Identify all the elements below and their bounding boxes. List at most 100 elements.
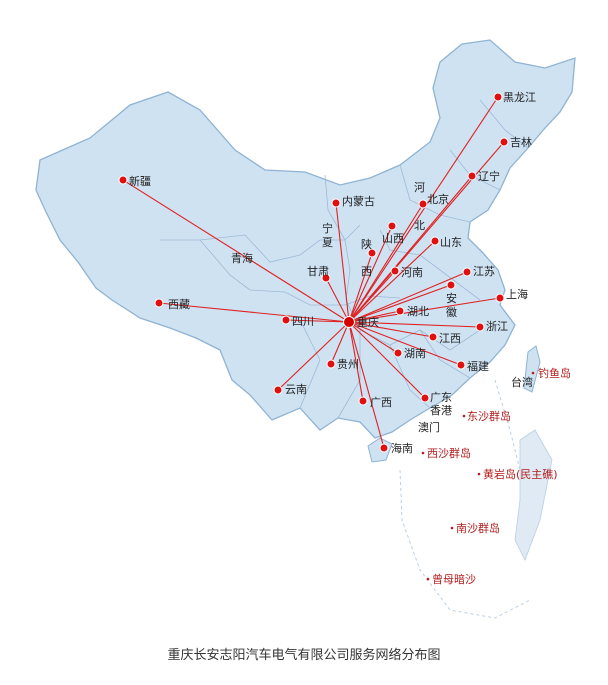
label-hebei-2: 北	[414, 219, 425, 232]
dot-hubei	[395, 306, 405, 316]
line-jiangxi	[348, 321, 434, 338]
dot-shanghai	[495, 293, 505, 303]
line-hebei	[348, 225, 393, 323]
label-ningxia-1: 宁	[322, 221, 333, 235]
line-shandong	[348, 240, 436, 323]
dot-hunan	[393, 348, 403, 358]
connection-lines	[122, 96, 505, 449]
label-heilongjiang: 黑龙江	[503, 91, 536, 104]
dot-henan	[390, 266, 400, 276]
island-labels: 钓鱼岛 东沙群岛 西沙群岛 黄岩岛(民主礁) 南沙群岛 曾母暗沙	[427, 366, 571, 586]
island-markers	[421, 371, 535, 581]
dot-fujian	[456, 360, 466, 370]
label-guangxi: 广西	[370, 396, 392, 409]
line-zhejiang	[348, 321, 481, 328]
line-xinjiang	[122, 179, 350, 323]
line-liaoning	[348, 175, 473, 323]
line-guangdong	[348, 321, 426, 399]
dot-beijing	[418, 199, 428, 209]
china-landmass	[35, 39, 576, 439]
dot-heilongjiang	[493, 92, 503, 102]
dot-liaoning	[467, 171, 477, 181]
dot-neimenggu	[331, 198, 341, 208]
label-gansu: 甘肃	[307, 265, 329, 278]
dot-guizhou	[326, 359, 336, 369]
line-sichuan	[285, 319, 350, 323]
label-shanxi: 山西	[382, 232, 404, 245]
dot-shaanxi	[367, 248, 377, 258]
south-sea-boundary	[399, 379, 531, 619]
label-shaanxi-1: 陕	[361, 237, 372, 251]
label-anhui-1: 安	[446, 291, 457, 305]
line-yunnan	[277, 321, 350, 391]
dot-jilin	[499, 137, 509, 147]
label-anhui-2: 徽	[446, 305, 457, 319]
dot-anhui	[446, 280, 456, 290]
label-chongqing: 重庆	[357, 315, 379, 329]
label-yunnan: 云南	[285, 383, 307, 396]
label-qinghai: 青海	[231, 251, 253, 265]
line-neimenggu	[335, 202, 350, 323]
label-hongkong: 香港	[430, 404, 452, 417]
label-hunan: 湖南	[404, 347, 426, 360]
line-hunan	[348, 321, 399, 354]
label-henan: 河南	[401, 266, 423, 279]
label-guangdong: 广东	[430, 391, 452, 404]
label-jiangxi: 江西	[439, 332, 461, 345]
label-neimenggu: 内蒙古	[342, 194, 375, 208]
dot-xinjiang	[118, 175, 128, 185]
south-sea-islands	[514, 429, 553, 561]
label-beijing: 北京	[427, 192, 449, 206]
line-jiangsu	[348, 271, 468, 323]
label-hubei: 湖北	[407, 305, 429, 318]
label-jiangsu: 江苏	[473, 265, 495, 278]
line-shaanxi	[348, 252, 373, 323]
line-xizang	[158, 302, 350, 323]
line-fujian	[348, 321, 462, 366]
line-anhui	[348, 284, 452, 323]
label-xisha: 西沙群岛	[427, 446, 471, 460]
label-taiwan: 台湾	[511, 375, 533, 389]
line-shanghai	[348, 297, 501, 323]
province-labels: 黑龙江 吉林 辽宁 北京 河 北 内蒙古 新疆 宁 夏 山西 山东 陕 西 青海…	[129, 91, 536, 455]
label-shanghai: 上海	[506, 287, 528, 301]
dot-guangdong	[420, 393, 430, 403]
line-guizhou	[330, 321, 350, 365]
line-henan	[348, 270, 396, 323]
dot-sichuan	[281, 315, 291, 325]
label-ningxia-2: 夏	[322, 236, 333, 249]
label-shaanxi-2: 西	[361, 265, 372, 278]
label-nansha: 南沙群岛	[456, 521, 500, 535]
line-gansu	[325, 277, 350, 323]
hub-dot-chongqing	[343, 316, 355, 328]
label-sichuan: 四川	[292, 315, 314, 328]
label-shandong: 山东	[440, 236, 462, 249]
city-dots	[118, 92, 509, 453]
dot-hainan	[379, 443, 389, 453]
dot-gansu	[321, 273, 331, 283]
dot-guangxi	[358, 396, 368, 406]
label-fujian: 福建	[467, 359, 489, 373]
taiwan-island	[523, 345, 541, 393]
label-guizhou: 贵州	[337, 358, 359, 371]
label-jilin: 吉林	[510, 135, 532, 149]
label-dongsha: 东沙群岛	[467, 409, 511, 423]
map-caption: 重庆长安志阳汽车电气有限公司服务网络分布图	[167, 648, 441, 663]
line-guangxi	[348, 321, 364, 402]
label-xizang: 西藏	[168, 298, 190, 311]
dot-hebei	[387, 221, 397, 231]
dot-xizang	[154, 298, 164, 308]
dot-yunnan	[273, 385, 283, 395]
dot-zhejiang	[475, 322, 485, 332]
label-zhejiang: 浙江	[486, 320, 508, 333]
label-diaoyu: 钓鱼岛	[538, 366, 571, 380]
label-zengmu: 曾母暗沙	[432, 572, 476, 586]
dot-shandong	[430, 236, 440, 246]
label-liaoning: 辽宁	[478, 169, 500, 183]
label-huangyan: 黄岩岛(民主礁)	[483, 467, 558, 481]
label-hainan: 海南	[391, 441, 413, 455]
line-heilongjiang	[348, 96, 499, 323]
line-beijing	[348, 203, 424, 323]
line-hubei	[348, 310, 401, 323]
